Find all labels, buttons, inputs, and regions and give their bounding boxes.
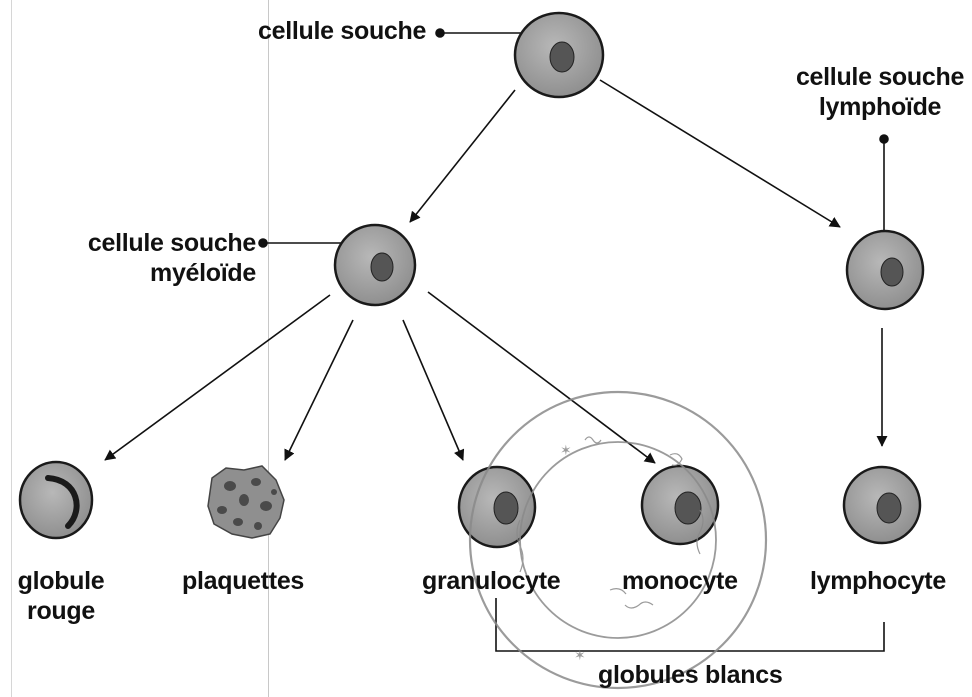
label-myeloid-stem-cell: cellule souche myéloïde [60,228,256,288]
arrow-myeloid-to-monocyte [428,292,655,463]
label-lymphoid-stem-cell: cellule souche lymphoïde [790,62,970,122]
svg-text:✶: ✶ [560,443,572,459]
svg-text:✶: ✶ [574,648,586,664]
cell-red-blood-cell [20,462,92,538]
label-white-blood-cells: globules blancs [598,660,782,690]
label-granulocyte: granulocyte [422,566,560,596]
cell-monocyte [642,466,718,544]
cell-lymphocyte [844,467,920,543]
cell-myeloid-stem [335,225,415,305]
label-stem-cell: cellule souche [258,16,426,46]
arrow-myeloid-to-granulocyte [403,320,463,460]
arrow-stem-to-myeloid [410,90,515,222]
label-red-blood-cell: globule rouge [6,566,116,626]
cell-stem [515,13,603,97]
arrow-myeloid-to-platelets [285,320,353,460]
label-lymphocyte: lymphocyte [810,566,946,596]
label-platelets: plaquettes [182,566,304,596]
cell-lymphoid-stem [847,231,923,309]
cell-platelets [208,466,284,538]
label-monocyte: monocyte [622,566,738,596]
